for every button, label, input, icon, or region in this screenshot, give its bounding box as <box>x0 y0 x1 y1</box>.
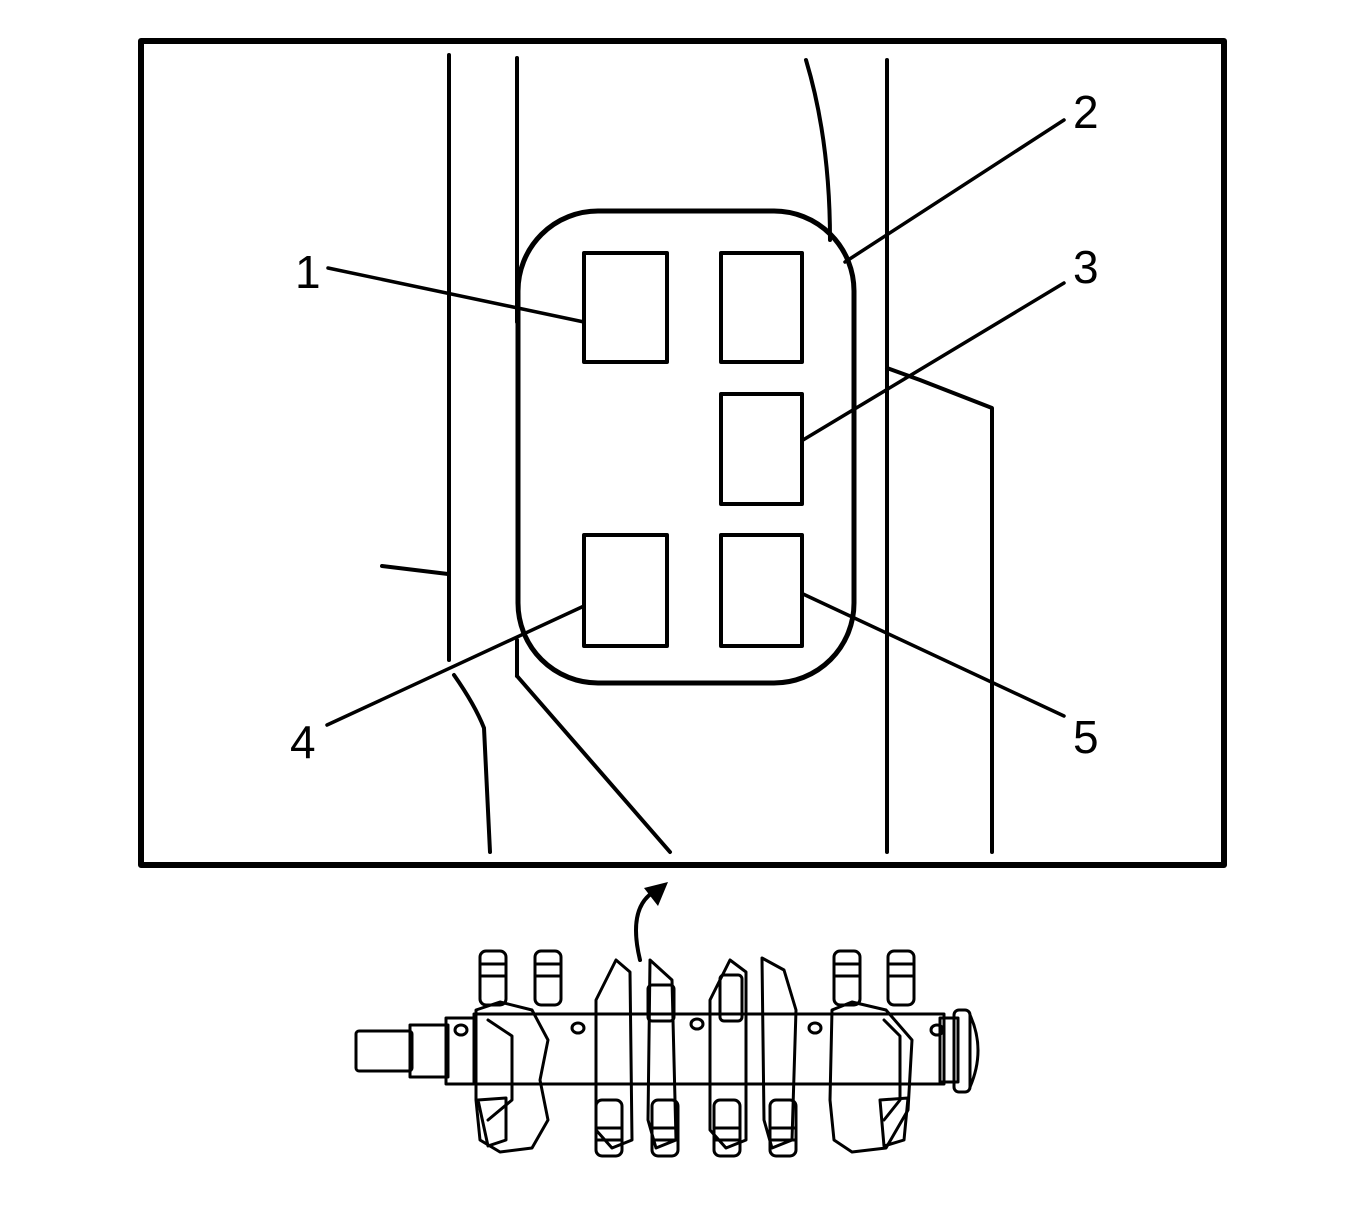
callout-label-5: 5 <box>1073 711 1099 763</box>
leader-line-5 <box>801 592 1066 718</box>
lower-pins <box>476 1096 910 1158</box>
upper-pins <box>478 949 916 1023</box>
crankshaft-icon <box>354 949 980 1158</box>
marking-box-1 <box>582 251 669 364</box>
leader-line-1 <box>326 266 586 324</box>
crank-webs <box>474 956 914 1154</box>
leader-lines <box>325 118 1066 727</box>
curved-arrow-icon <box>634 882 668 962</box>
leader-line-2 <box>843 118 1066 264</box>
callout-label-1: 1 <box>295 246 321 298</box>
marking-boxes <box>582 251 804 648</box>
detail-frame <box>138 38 1227 868</box>
casting-outline-lines <box>380 53 994 854</box>
marking-box-4 <box>582 533 669 648</box>
callout-label-4: 4 <box>290 716 316 768</box>
marking-box-5 <box>719 533 804 648</box>
callout-label-2: 2 <box>1073 86 1099 138</box>
callout-label-3: 3 <box>1073 241 1099 293</box>
marking-box-3 <box>719 392 804 506</box>
leader-line-4 <box>325 604 586 727</box>
marking-box-2 <box>719 251 804 364</box>
leader-line-3 <box>801 281 1066 442</box>
detail-view: 1 2 3 4 5 <box>138 38 1227 868</box>
marking-pad <box>515 208 857 686</box>
